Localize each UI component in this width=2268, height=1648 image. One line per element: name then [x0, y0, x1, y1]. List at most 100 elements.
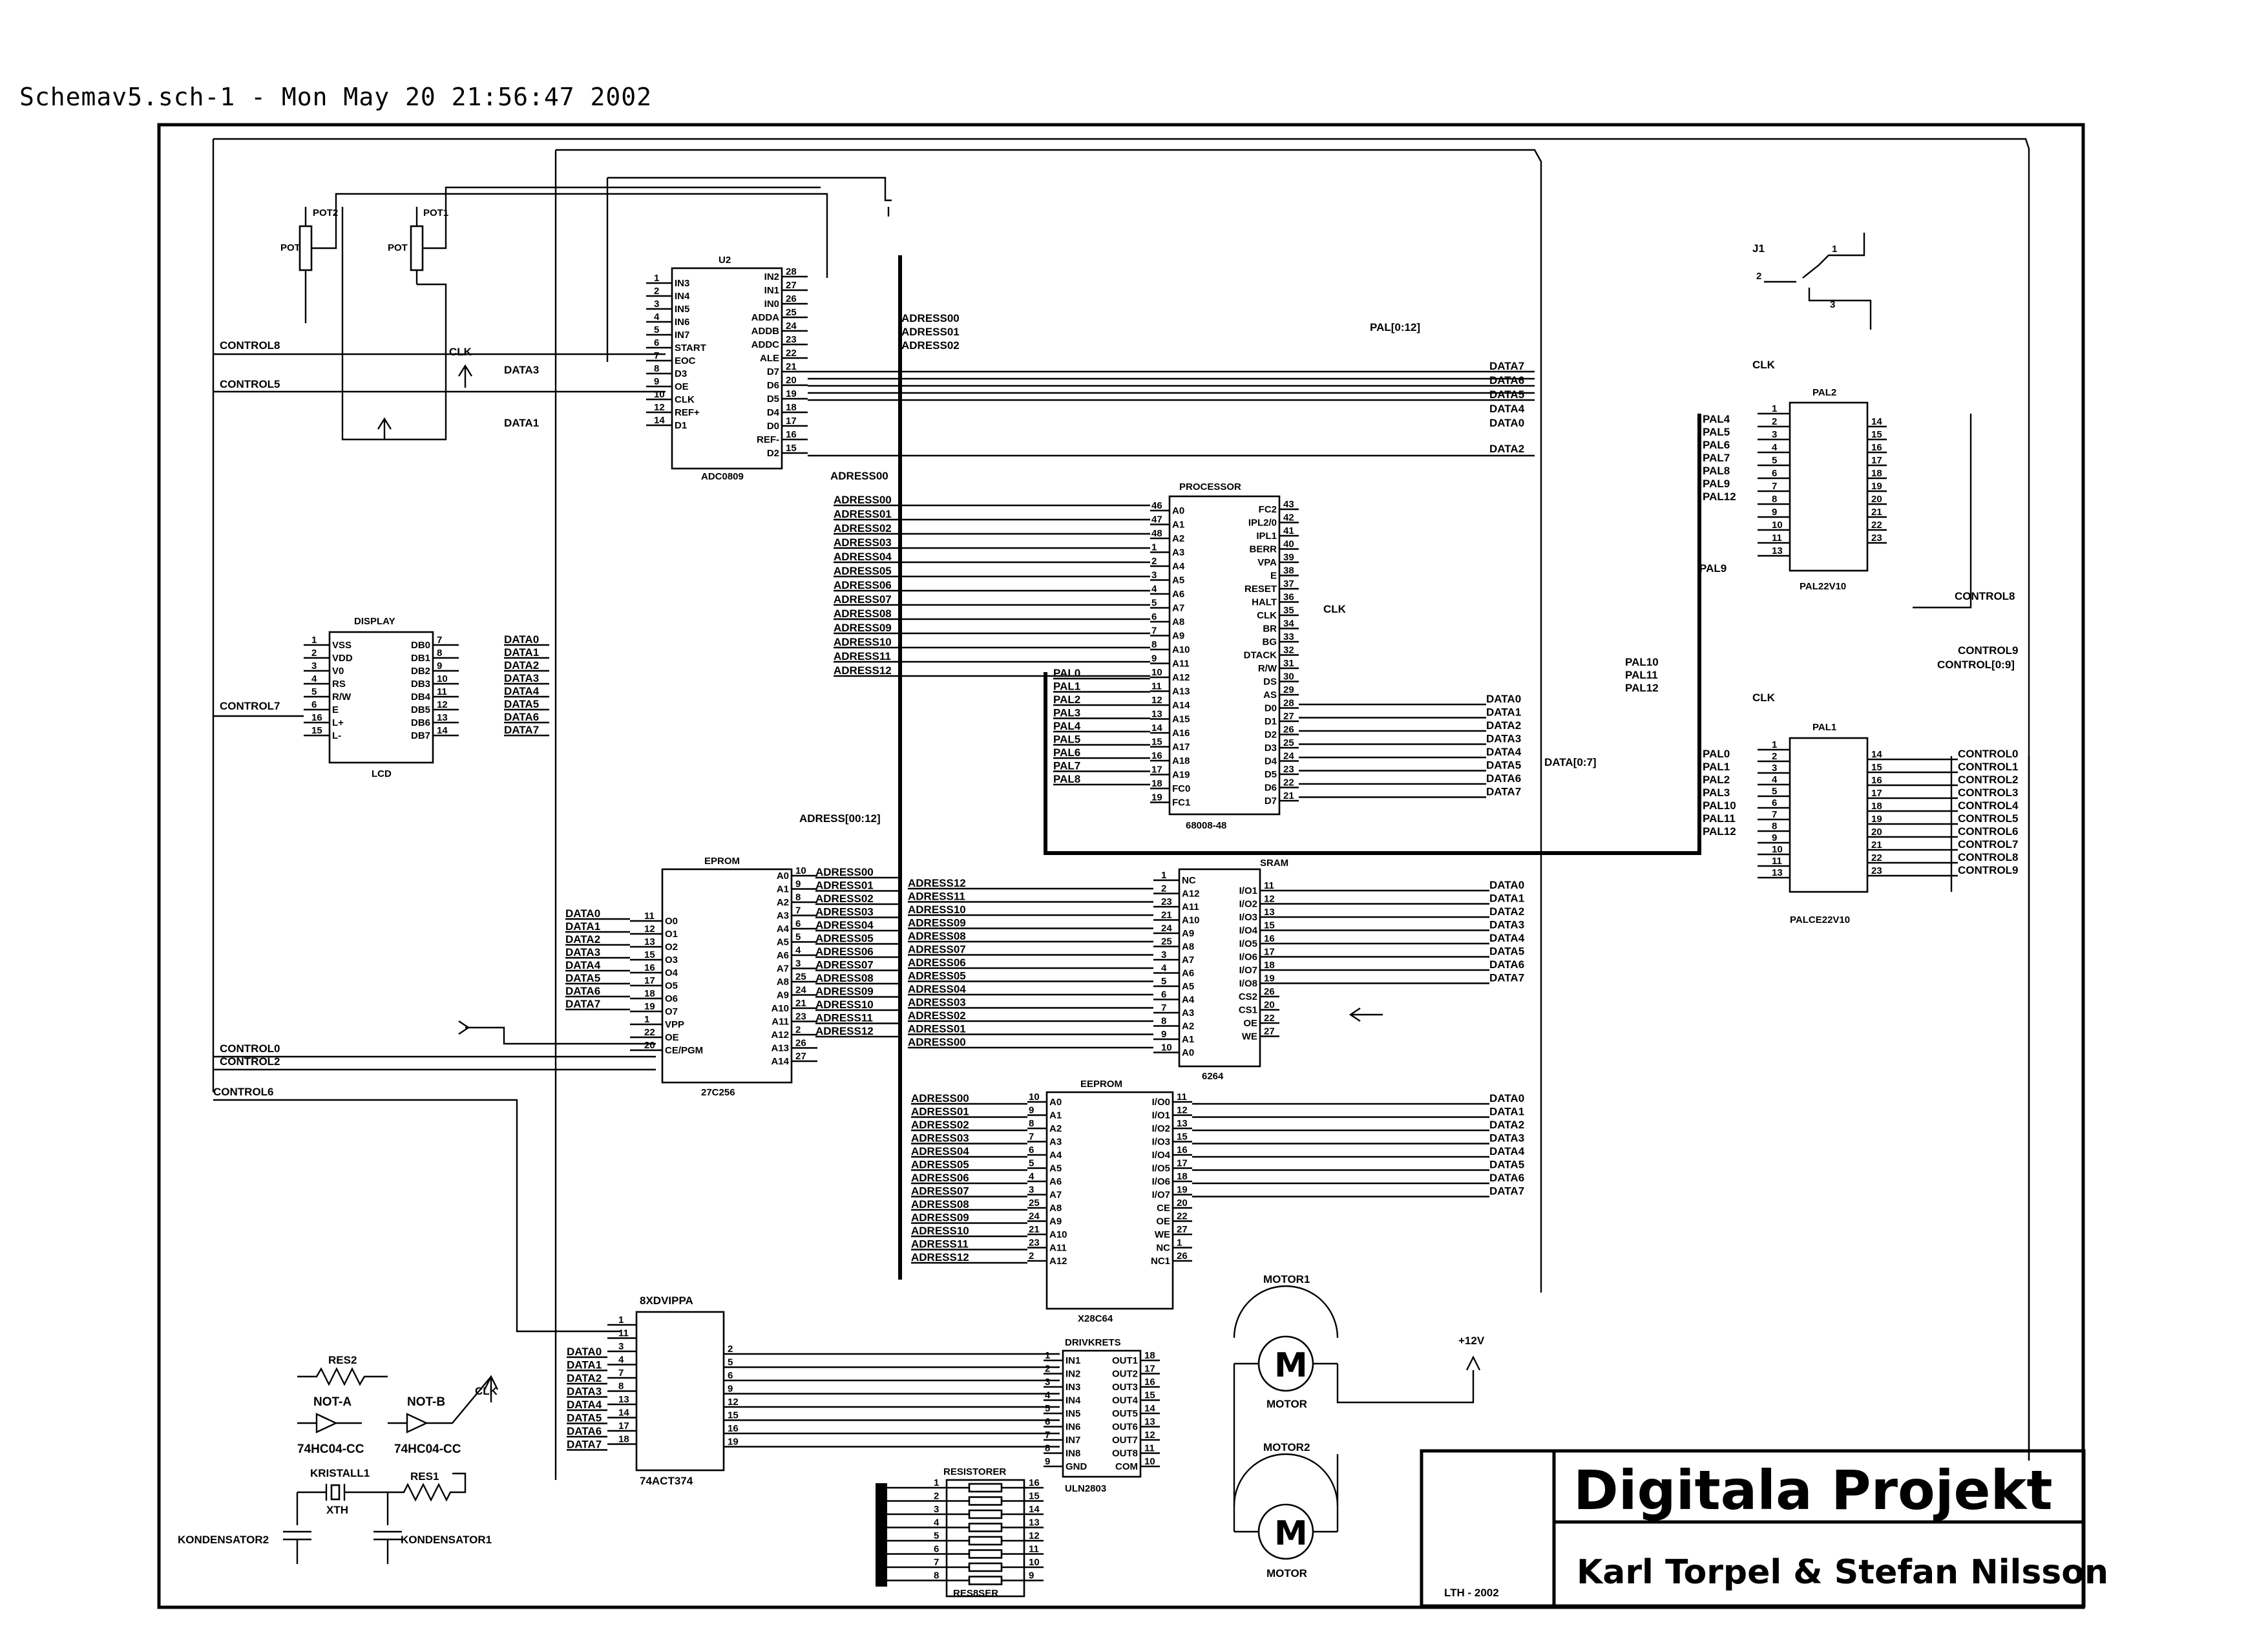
pin-number: 8	[437, 648, 442, 659]
pin-number: 24	[795, 985, 806, 996]
pin-number: 24	[1029, 1211, 1040, 1222]
pin-number: 20	[1871, 827, 1882, 838]
net-adr00-top: ADRESS00	[830, 470, 888, 482]
pin-number: 3	[1151, 570, 1157, 581]
net-label: ADRESS07	[908, 944, 966, 956]
pin-number: 17	[786, 416, 797, 427]
pin-number: 36	[1283, 592, 1294, 603]
cap2-ref: KONDENSATOR2	[178, 1534, 269, 1546]
pin-number: 1	[1151, 542, 1157, 553]
pin-number: 9	[795, 879, 801, 890]
pin-number: 27	[1177, 1224, 1188, 1235]
net-label: DATA0	[567, 1346, 602, 1358]
pin-name: A14	[771, 1056, 789, 1067]
pin-number: 8	[1045, 1443, 1050, 1454]
pin-name: IN0	[764, 299, 779, 310]
display-ref: DISPLAY	[354, 616, 395, 627]
net-label: DATA3	[565, 946, 600, 958]
pin-number: 12	[1151, 695, 1162, 706]
pin-name: HALT	[1252, 597, 1277, 608]
pin-number: 9	[1045, 1456, 1050, 1467]
pin-name: A5	[777, 937, 789, 948]
net-label: ADRESS01	[908, 1023, 966, 1035]
net-label: DATA6	[565, 985, 600, 997]
pin-number: 10	[437, 673, 448, 684]
pin-number: 43	[1283, 499, 1294, 510]
pin-number: 3	[934, 1504, 939, 1515]
resistors-ref: RESISTORER	[943, 1466, 1006, 1477]
resistors-part: RES8SER	[953, 1588, 998, 1599]
pin-number: 19	[644, 1001, 655, 1012]
pin-name: A0	[777, 871, 789, 882]
pin-name: A3	[1172, 547, 1184, 558]
pin-number: 1	[934, 1477, 939, 1488]
pin-name: A14	[1172, 700, 1190, 711]
pin-number: 25	[1283, 737, 1294, 748]
net-label: ADRESS03	[908, 997, 966, 1009]
clk-label-u2: CLK	[449, 346, 472, 358]
pin-number: 19	[1264, 973, 1275, 984]
net-label: DATA6	[1489, 1172, 1524, 1184]
display-part: LCD	[372, 768, 392, 779]
pin-name: A12	[1172, 672, 1190, 683]
pin-name: A7	[1182, 955, 1194, 966]
net-label: PAL12	[1703, 825, 1736, 838]
net-label: ADRESS02	[911, 1119, 969, 1131]
pin-number: 14	[437, 725, 448, 736]
pin-name: DB3	[411, 679, 430, 690]
pin-number: 17	[644, 975, 655, 986]
net-label: ADRESS00	[911, 1092, 969, 1104]
pin-name: R/W	[332, 692, 352, 703]
pal2: PAL2 PAL22V10 CLK 123456789101113PAL4PAL…	[1703, 359, 1887, 592]
pin-number: 5	[934, 1530, 939, 1541]
net-label: ADRESS02	[908, 1009, 966, 1022]
net-control6: CONTROL6	[213, 1086, 274, 1098]
net-label: ADRESS12	[908, 877, 966, 889]
net-label: ADRESS03	[834, 536, 892, 549]
pin-name: REF+	[675, 407, 700, 418]
pin-name: IN3	[675, 278, 689, 289]
pin-number: 11	[1029, 1544, 1039, 1555]
eeprom-body	[1045, 1091, 1174, 1310]
pin-name: A8	[777, 977, 789, 988]
net-label: DATA3	[504, 672, 539, 684]
pin-name: A12	[771, 1030, 789, 1041]
net-label: DATA4	[504, 685, 540, 697]
pin-name: A4	[777, 924, 790, 935]
pin-number: 29	[1283, 684, 1294, 695]
net-control0: CONTROL0	[220, 1042, 280, 1055]
pin-name: A6	[1172, 589, 1184, 600]
pin-number: 15	[1177, 1132, 1188, 1143]
bus-box-top	[554, 149, 1542, 1480]
pin-number: 15	[311, 725, 322, 736]
pin-number: 16	[1144, 1377, 1155, 1388]
clk-label-pal2: CLK	[1752, 359, 1776, 371]
net-label: CONTROL2	[1958, 774, 2019, 786]
u2-part: ADC0809	[701, 471, 744, 482]
pin-number: 16	[1177, 1145, 1188, 1156]
sram-ref: SRAM	[1260, 858, 1288, 869]
pin-number: 17	[1264, 947, 1275, 958]
net-label: PAL2	[1703, 774, 1730, 786]
pin-name: A11	[1049, 1243, 1067, 1254]
pin-name: A5	[1182, 981, 1194, 992]
net-label: DATA5	[504, 698, 539, 710]
pin-number: 8	[1772, 494, 1777, 505]
pin-name: D4	[1265, 756, 1277, 767]
sram-part: 6264	[1202, 1071, 1224, 1082]
pin-number: 19	[1871, 481, 1882, 492]
pin-number: 26	[1264, 986, 1275, 997]
pin-name: A1	[1182, 1034, 1194, 1045]
net-label: ADRESS02	[815, 893, 874, 905]
pin-name: A8	[1172, 617, 1184, 628]
pin-name: A4	[1172, 561, 1185, 572]
eprom-part: 27C256	[701, 1087, 735, 1098]
net-label: ADRESS03	[815, 906, 874, 918]
pin-number: 5	[1045, 1403, 1050, 1414]
net-label: DATA2	[1486, 719, 1521, 732]
pin-name: E	[332, 704, 339, 715]
pin-number: 16	[1029, 1477, 1040, 1488]
pin-number: 27	[795, 1051, 806, 1062]
